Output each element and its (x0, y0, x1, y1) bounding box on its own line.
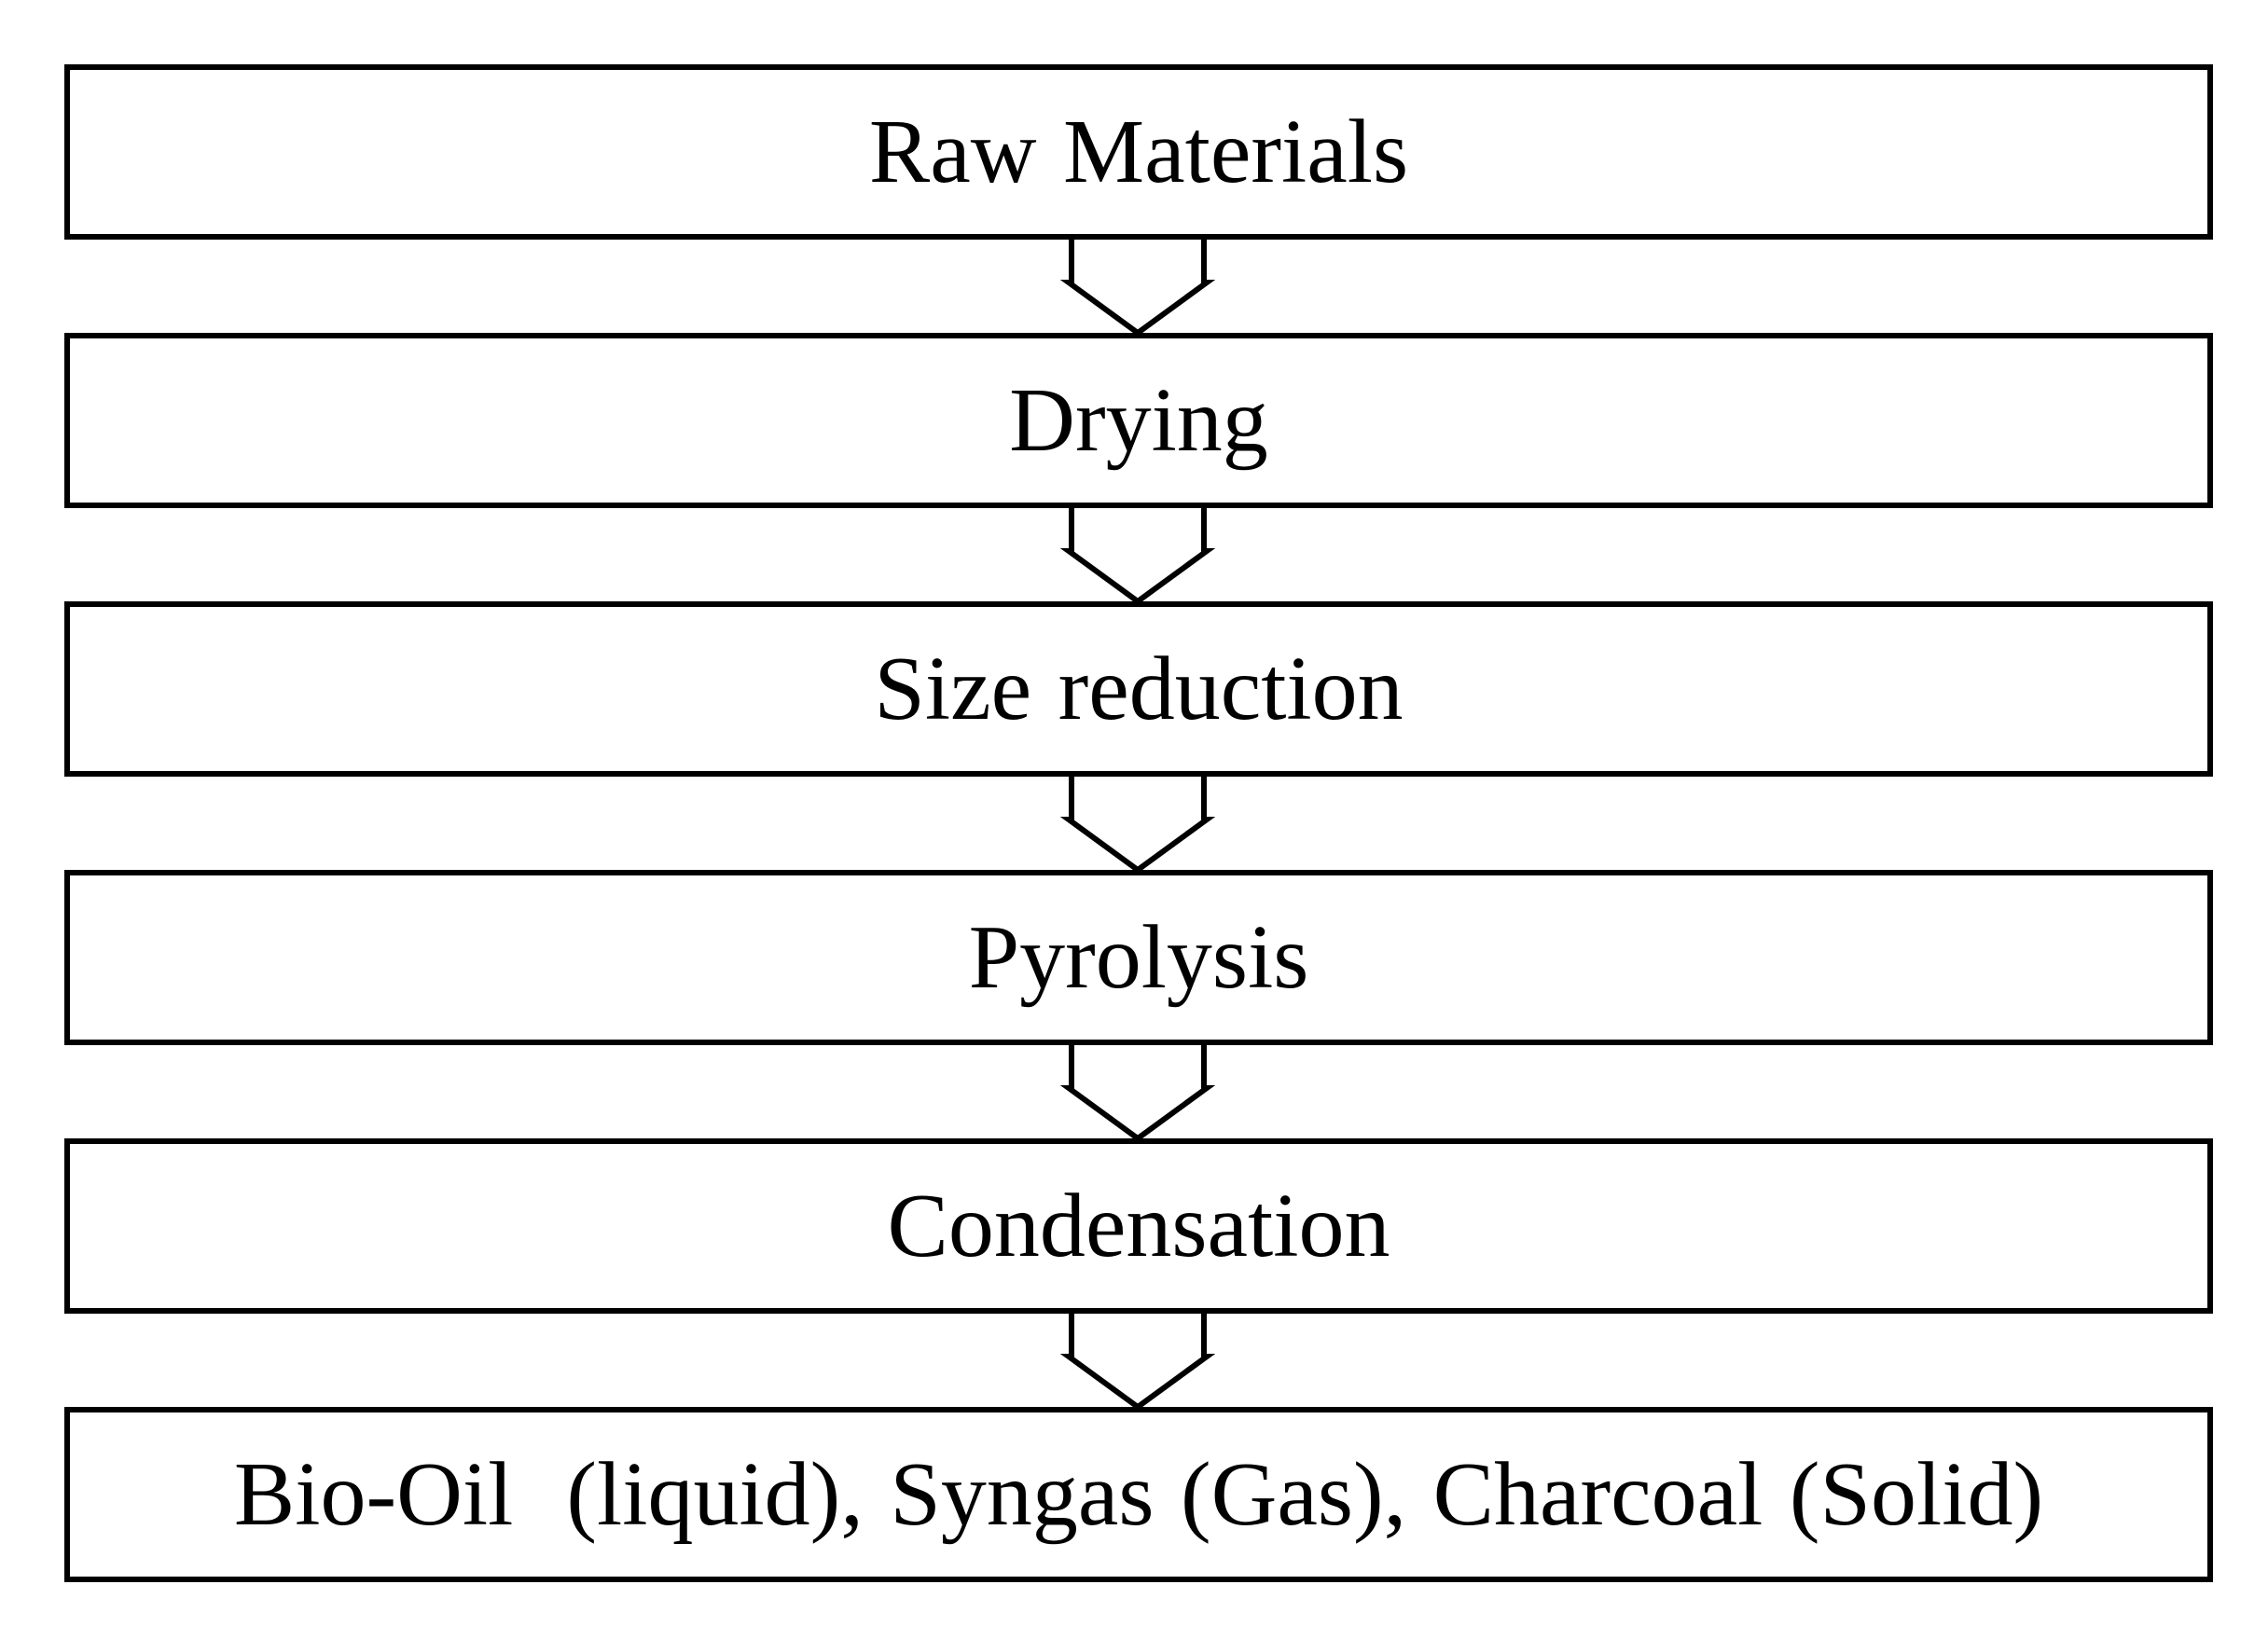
step-label: Drying (1009, 370, 1268, 471)
step-label: Size reduction (874, 639, 1404, 739)
step-size-reduction: Size reduction (64, 601, 2213, 777)
flow-arrow-5 (1059, 1314, 1216, 1411)
step-label: Bio-Oil (liquid), Syngas (Gas), Charcoal… (233, 1444, 2044, 1545)
step-label: Raw Materials (868, 102, 1409, 202)
step-products: Bio-Oil (liquid), Syngas (Gas), Charcoal… (64, 1407, 2213, 1582)
flow-arrow-4 (1059, 1045, 1216, 1142)
step-label: Pyrolysis (968, 907, 1309, 1008)
step-raw-materials: Raw Materials (64, 64, 2213, 240)
step-condensation: Condensation (64, 1138, 2213, 1314)
step-pyrolysis: Pyrolysis (64, 870, 2213, 1045)
flow-arrow-1 (1059, 240, 1216, 337)
flow-arrow-3 (1059, 777, 1216, 874)
step-label: Condensation (887, 1176, 1390, 1276)
step-drying: Drying (64, 333, 2213, 508)
flow-arrow-2 (1059, 508, 1216, 605)
